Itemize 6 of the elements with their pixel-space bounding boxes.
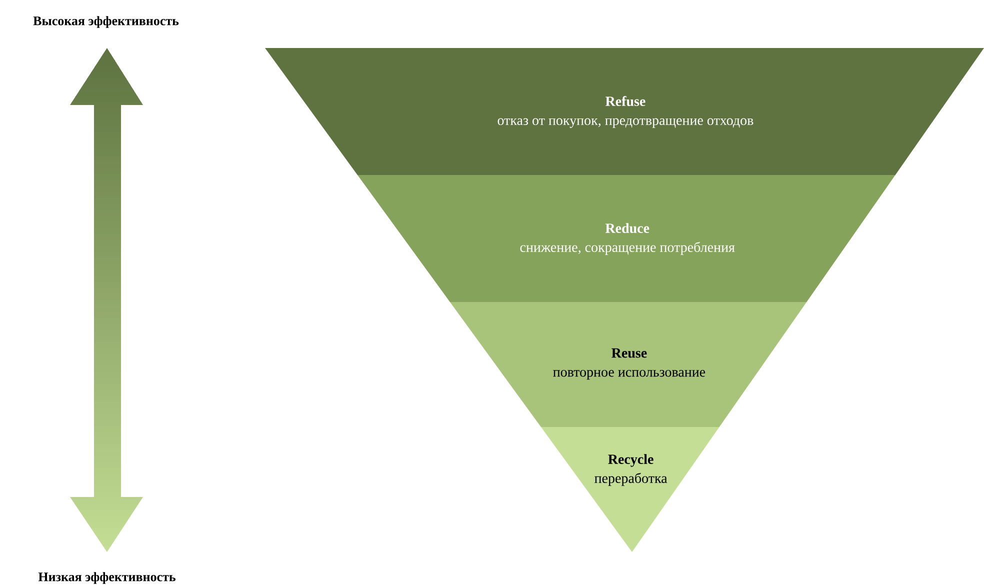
funnel-band: Recycle переработка (541, 427, 720, 552)
funnel-band: Reuse повторное использование (450, 302, 807, 427)
axis-label: Низкая эффективность (38, 572, 176, 584)
funnel-band: Refuse отказ от покупок, предотвращение отходов (265, 48, 984, 175)
axis-label: Высокая эффективность (33, 16, 179, 28)
funnel-band: Reduce снижение, сокращение потребления (357, 175, 896, 302)
